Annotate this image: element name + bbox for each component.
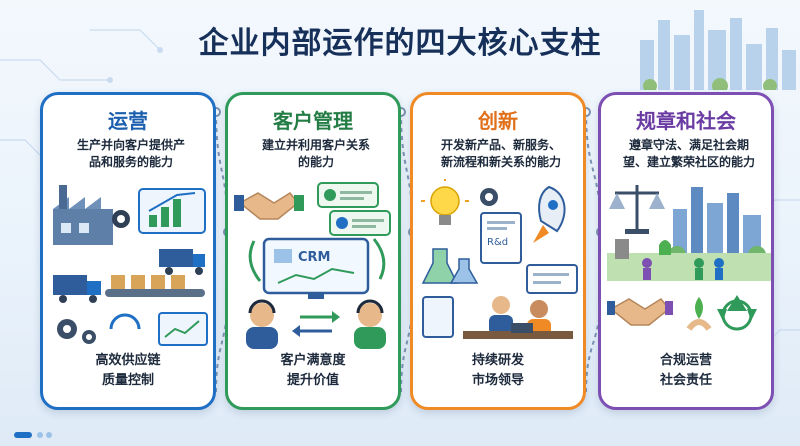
recycle-icon (717, 295, 757, 331)
pillar-title: 创新 (478, 109, 518, 133)
conveyor-icon (105, 275, 205, 297)
chart-icon (138, 188, 206, 234)
social-illustration (607, 185, 771, 331)
city-icon (668, 187, 766, 264)
community-icon (607, 239, 771, 281)
pillar-operations: 运营 生产并向客户提供产 品和服务的能力 (40, 92, 216, 410)
lightbulb-icon (421, 179, 469, 225)
gear-icon (480, 188, 498, 206)
team-meeting-icon (422, 296, 573, 339)
page-title: 企业内部运作的四大核心支柱 (198, 26, 602, 61)
pillar-title: 客户管理 (273, 109, 353, 133)
pillar-outcomes: 高效供应链 质量控制 (43, 351, 213, 391)
profile-card-icon (317, 182, 391, 236)
pillar-description: 遵章守法、满足社会期 望、建立繁荣社区的能力 (609, 137, 769, 171)
pillar-innovation: 创新 开发新产品、新服务、 新流程和新关系的能力 (410, 92, 586, 410)
headset-agent-icon (246, 299, 386, 349)
crm-monitor-icon: CRM (262, 237, 370, 299)
progress-dots-decoration (14, 432, 52, 438)
desc-line: 新流程和新关系的能力 (440, 155, 561, 169)
pillar-customer-management: 客户管理 建立并利用客户关系 的能力 CRM (225, 92, 401, 410)
operations-illustration (53, 185, 208, 346)
rd-label: R&d (487, 237, 508, 248)
document-icon: R&d (480, 212, 522, 264)
plant-hands-icon (686, 297, 712, 331)
truck-icon (53, 249, 205, 303)
desc-line: 望、建立繁荣社区的能力 (622, 155, 755, 169)
pillar-outcomes: 持续研发 市场领导 (413, 351, 583, 391)
pillar-description: 建立并利用客户关系 的能力 (236, 137, 396, 171)
crm-label: CRM (298, 250, 331, 265)
outcome-line: 持续研发 (471, 353, 524, 368)
pillar-regulation-social: 规章和社会 遵章守法、满足社会期 望、建立繁荣社区的能力 (598, 92, 774, 410)
gear-icon (112, 210, 130, 228)
handshake-icon (607, 298, 673, 326)
pillar-description: 开发新产品、新服务、 新流程和新关系的能力 (421, 137, 581, 171)
desc-line: 开发新产品、新服务、 (440, 138, 561, 152)
flask-icon (421, 248, 479, 284)
pillar-outcomes: 合规运营 社会责任 (601, 351, 771, 391)
outcome-line: 社会责任 (659, 373, 712, 388)
desc-line: 品和服务的能力 (88, 155, 173, 169)
desc-line: 生产并向客户提供产 (76, 138, 185, 152)
factory-icon (53, 185, 113, 245)
city-skyline-icon (640, 10, 796, 90)
desc-line: 的能力 (297, 155, 334, 169)
pillar-outcomes: 客户满意度 提升价值 (228, 351, 398, 391)
gear-icon (57, 312, 208, 346)
outcome-line: 质量控制 (101, 373, 154, 388)
handshake-icon (234, 192, 304, 220)
pillar-title: 运营 (108, 109, 148, 133)
outcome-line: 提升价值 (286, 373, 339, 388)
desc-line: 遵章守法、满足社会期 (628, 138, 749, 152)
outcome-line: 合规运营 (659, 353, 712, 368)
outcome-line: 客户满意度 (280, 353, 346, 368)
outcome-line: 市场领导 (471, 373, 524, 388)
scales-icon (609, 185, 665, 234)
cycle-arrows-icon (248, 238, 386, 337)
outcome-line: 高效供应链 (95, 353, 161, 368)
rocket-icon (533, 185, 566, 243)
pillar-description: 生产并向客户提供产 品和服务的能力 (51, 137, 211, 171)
document-icon (526, 264, 578, 294)
pillar-title: 规章和社会 (636, 109, 736, 133)
desc-line: 建立并利用客户关系 (261, 138, 370, 152)
innovation-illustration: R&d (421, 179, 578, 339)
customer-illustration: CRM (234, 182, 391, 349)
